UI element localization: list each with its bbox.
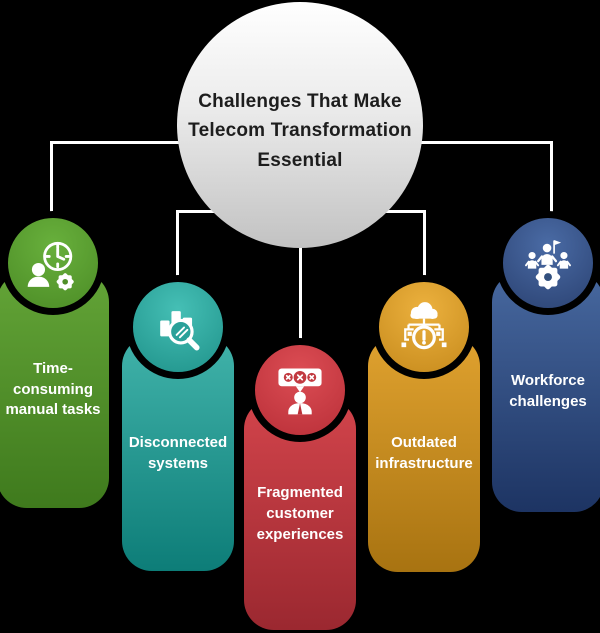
connector-line-systems-horizontal [176,210,216,213]
challenge-badge-infrastructure [372,275,476,379]
challenge-label: Fragmented customer experiences [256,484,344,543]
connector-line-workforce-vertical [550,141,553,221]
challenge-label: Outdated infrastructure [375,434,473,472]
person-clock-gear-icon [27,241,74,291]
central-title-circle: Challenges That Make Telecom Transformat… [177,2,423,248]
cloud-network-warning-icon [401,302,447,350]
challenge-badge-workforce [496,211,600,315]
person-error-bubble-icon [278,368,322,415]
challenge-badge-customer [248,338,352,442]
connector-line-time-horizontal [50,141,196,144]
connector-line-infrastructure-horizontal [384,210,426,213]
page-title: Challenges That Make Telecom Transformat… [188,90,412,171]
connector-line-customer-vertical [299,243,302,343]
connector-line-infrastructure-vertical [423,210,426,288]
team-on-gear-flag-icon [525,240,571,290]
bars-magnifier-icon [160,311,200,351]
connector-line-systems-vertical [176,210,179,285]
challenge-label: Time-consuming manual tasks [5,359,101,419]
connector-line-time-vertical [50,141,53,221]
challenge-badge-time [1,211,105,315]
connector-line-workforce-horizontal [404,141,553,144]
challenge-pill-infrastructure: Outdated infrastructure [368,336,480,572]
challenge-pill-systems: Disconnected systems [122,336,234,571]
challenge-label: Disconnected systems [128,433,228,472]
challenge-badge-systems [126,275,230,379]
challenge-pill-time: Time-consuming manual tasks [0,272,109,508]
challenge-label: Workforce challenges [509,372,587,410]
